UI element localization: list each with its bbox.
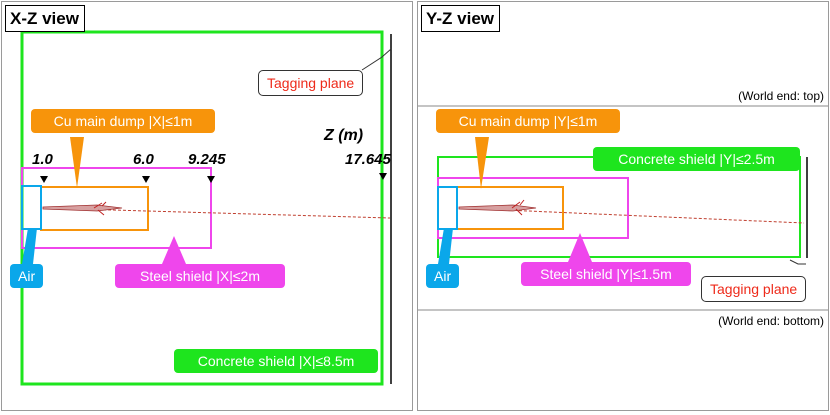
xz-view-title: X-Z view bbox=[5, 5, 85, 32]
xz-view-panel: X-Z view Z (m) 1.0 6.0 9.245 17.645 Tagg… bbox=[1, 1, 413, 411]
xz-tick-label-9245: 9.245 bbox=[188, 151, 226, 168]
xz-tick-label-6: 6.0 bbox=[133, 151, 154, 168]
xz-cu-dump-label: Cu main dump |X|≤1m bbox=[31, 109, 215, 133]
xz-cu-dump-pointer bbox=[70, 137, 84, 188]
xz-tick-marker-1 bbox=[40, 176, 48, 183]
xz-tagging-plane-label: Tagging plane bbox=[258, 70, 364, 96]
xz-tick-label-1: 1.0 bbox=[32, 151, 53, 168]
xz-air-pointer bbox=[22, 228, 37, 264]
xz-axis-title: Z (m) bbox=[324, 127, 364, 144]
yz-tagging-plane-label: Tagging plane bbox=[701, 276, 807, 302]
yz-steel-shield-pointer bbox=[568, 233, 592, 262]
yz-view-title: Y-Z view bbox=[421, 5, 501, 32]
xz-air-label: Air bbox=[10, 264, 44, 288]
yz-beam-core bbox=[458, 204, 537, 212]
yz-tagging-plane-pointer bbox=[789, 259, 806, 265]
xz-tick-marker-9245 bbox=[207, 176, 215, 183]
yz-world-end-bottom-label: (World end: bottom) bbox=[718, 314, 824, 328]
yz-shower-tracks bbox=[511, 199, 525, 216]
xz-steel-shield-pointer bbox=[162, 236, 186, 264]
yz-cu-dump-pointer bbox=[475, 137, 489, 189]
yz-concrete-shield-label: Concrete shield |Y|≤2.5m bbox=[593, 147, 800, 171]
yz-view-panel: Y-Z view (World end: top) (World end: bo… bbox=[417, 1, 829, 411]
yz-air-box bbox=[437, 186, 458, 230]
xz-concrete-shield-label: Concrete shield |X|≤8.5m bbox=[174, 349, 378, 373]
yz-world-end-top-label: (World end: top) bbox=[738, 89, 824, 103]
xz-tagging-plane-pointer bbox=[361, 48, 392, 71]
yz-air-pointer bbox=[438, 228, 453, 264]
yz-air-label: Air bbox=[426, 264, 460, 288]
xz-air-box bbox=[21, 185, 42, 230]
yz-view-geometry bbox=[418, 105, 828, 311]
xz-tick-marker-17645 bbox=[379, 173, 387, 180]
xz-beam-core bbox=[42, 204, 123, 212]
xz-tick-label-17645: 17.645 bbox=[345, 151, 391, 168]
xz-view-geometry bbox=[20, 30, 392, 386]
yz-cu-dump-label: Cu main dump |Y|≤1m bbox=[436, 109, 620, 133]
xz-tick-marker-6 bbox=[142, 176, 150, 183]
yz-steel-shield-label: Steel shield |Y|≤1.5m bbox=[521, 262, 691, 286]
xz-shower-tracks bbox=[93, 201, 107, 216]
xz-steel-shield-label: Steel shield |X|≤2m bbox=[115, 264, 285, 288]
